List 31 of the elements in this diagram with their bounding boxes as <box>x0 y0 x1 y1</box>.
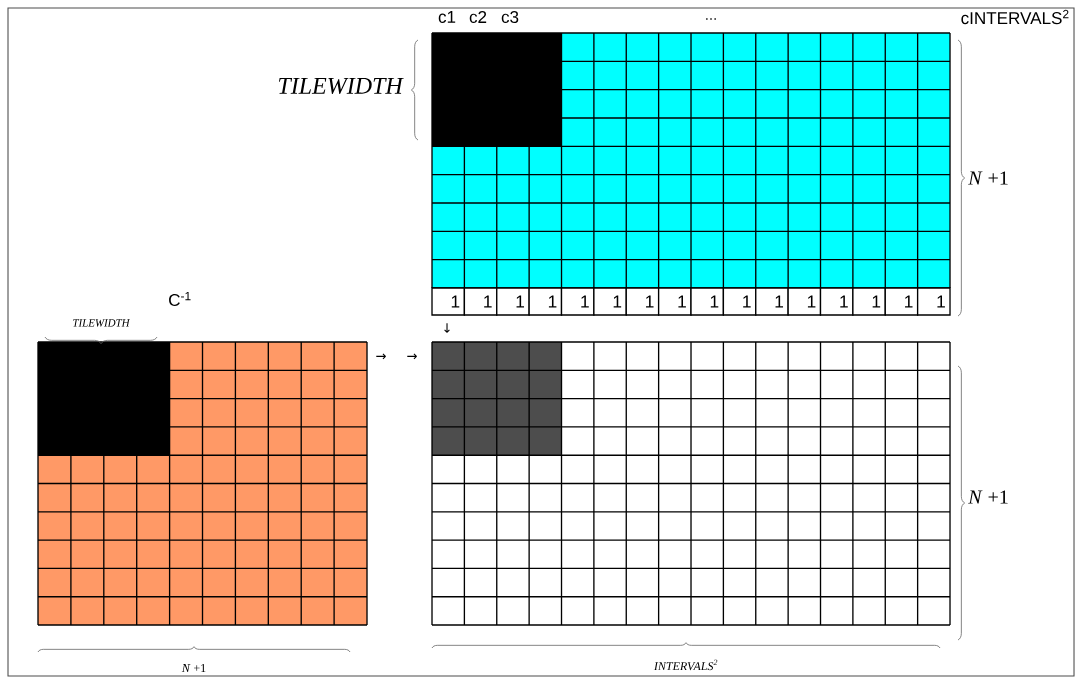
dimension-label: TILEWIDTH <box>73 319 131 327</box>
column-label: cINTERVALS$^{2}$ <box>961 9 1069 25</box>
dimension-label: INTERVALS$^{2}$ <box>653 659 718 671</box>
table-cell: 1 <box>884 287 919 316</box>
table-cell: 1 <box>560 287 595 316</box>
dimension-label: N +1 <box>181 664 206 672</box>
table-cell: 1 <box>496 287 530 316</box>
dimension-label: N +1 <box>968 490 1008 504</box>
table-cell: 1 <box>657 287 692 316</box>
arrow-symbol: → <box>376 353 386 360</box>
table-cell: 1 <box>690 287 725 316</box>
column-label: c2 <box>469 10 487 24</box>
table-cell: 1 <box>528 287 563 316</box>
table-cell: 1 <box>463 287 498 316</box>
column-label: ... <box>706 18 716 20</box>
table-cell: 1 <box>593 287 627 316</box>
dimension-label: TILEWIDTH <box>278 77 404 95</box>
dimension-label: N +1 <box>968 171 1008 185</box>
matrix-label: C$^{-1}$ <box>169 291 191 307</box>
column-label: c3 <box>501 10 519 24</box>
table-cell: 1 <box>755 287 789 316</box>
table-cell: 1 <box>787 287 822 316</box>
table-cell: 1 <box>852 287 886 316</box>
table-cell: 1 <box>819 287 854 316</box>
table-cell: 1 <box>916 287 951 316</box>
table-cell: 1 <box>722 287 757 316</box>
arrow-symbol: → <box>407 353 417 360</box>
column-label: c1 <box>438 11 456 23</box>
arrow-symbol: ↓ <box>444 323 450 333</box>
table-cell: 1 <box>625 287 660 316</box>
table-cell: 1 <box>431 287 466 316</box>
